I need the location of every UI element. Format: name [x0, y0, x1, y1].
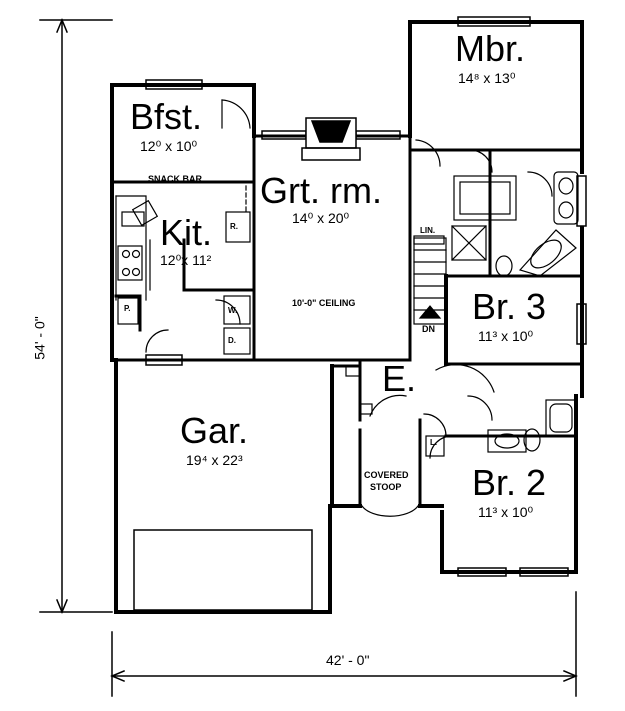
closet-label: L.: [430, 438, 438, 447]
mbr-name: Mbr.: [455, 28, 526, 69]
garage-door: [133, 529, 313, 611]
fireplace: [301, 117, 361, 161]
stairs: [413, 237, 447, 325]
gar-name: Gar.: [180, 410, 249, 451]
width-dimension-line: [110, 591, 578, 697]
depth-dimension-text: 54' - 0": [31, 316, 48, 360]
depth-dimension-line: [39, 18, 113, 614]
washer-label: W.: [228, 306, 238, 315]
bfst-name: Bfst.: [130, 96, 203, 137]
stoop-note-2: STOOP: [370, 482, 402, 492]
bath-fixtures: [451, 171, 579, 453]
exterior-walls: [110, 20, 584, 614]
mbr-size: 14⁸ x 13⁰: [458, 70, 516, 86]
grt-name: Grt. rm.: [260, 170, 382, 211]
width-dimension-text: 42' - 0": [326, 652, 370, 668]
br2-size: 11³ x 10⁰: [478, 504, 534, 520]
refrigerator-label: R.: [230, 222, 238, 231]
entry-name: E.: [382, 358, 417, 399]
stair-down-label: DN: [422, 324, 435, 334]
kit-size: 12⁰x 11²: [160, 252, 212, 268]
br3-name: Br. 3: [472, 286, 547, 327]
linen-label: LIN.: [420, 226, 436, 235]
kit-name: Kit.: [160, 212, 213, 253]
entry-posts: [345, 235, 445, 457]
br3-size: 11³ x 10⁰: [478, 328, 534, 344]
gar-size: 19⁴ x 22³: [186, 452, 243, 468]
pantry-label: P.: [124, 304, 131, 313]
grt-size: 14⁰ x 20⁰: [292, 210, 350, 226]
ceiling-note: 10'-0" CEILING: [292, 298, 356, 308]
windows: [145, 16, 587, 577]
bfst-size: 12⁰ x 10⁰: [140, 138, 198, 154]
dryer-label: D.: [228, 336, 236, 345]
kitchen-counters: [115, 185, 251, 355]
stoop-note-1: COVERED: [364, 470, 409, 480]
br2-name: Br. 2: [472, 462, 547, 503]
snack-bar-note: SNACK BAR: [148, 174, 202, 184]
